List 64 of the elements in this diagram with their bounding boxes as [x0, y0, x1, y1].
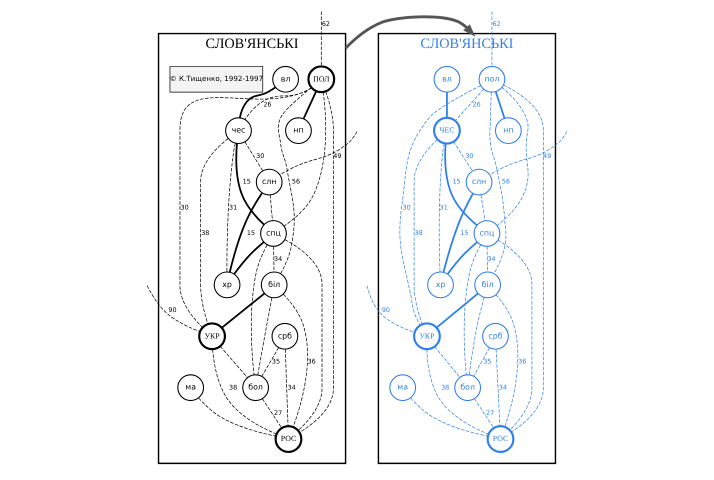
connector: [257, 298, 272, 376]
connector: [220, 346, 248, 378]
connector: [442, 193, 474, 272]
connector: [279, 131, 358, 176]
connector: [250, 244, 268, 376]
connector: [446, 92, 448, 118]
connector: [261, 347, 280, 377]
connector: [235, 144, 264, 226]
node-circle: РОС: [274, 425, 302, 453]
arrow: [344, 15, 476, 50]
connector: [494, 91, 506, 118]
node-circle: ЧЕС: [433, 116, 461, 145]
connector: [496, 87, 528, 226]
connector: [446, 241, 478, 275]
connector: [234, 241, 264, 275]
connector: [436, 292, 478, 328]
connector: [366, 285, 415, 333]
connector: [414, 139, 438, 325]
connector: [278, 87, 312, 274]
connector: [212, 349, 277, 434]
connector: [474, 398, 494, 428]
connector: [468, 297, 485, 376]
connector: [180, 87, 312, 328]
connector: [146, 285, 200, 332]
connector: [410, 398, 488, 436]
connector: [464, 244, 481, 376]
connector: [426, 348, 489, 434]
connector: [489, 92, 506, 274]
connector: [496, 348, 500, 426]
connector: [453, 141, 473, 172]
connector: [226, 142, 236, 272]
connector: [200, 138, 229, 324]
connector: [496, 294, 518, 428]
connector: [486, 246, 488, 272]
connector: [302, 90, 317, 120]
connector: [273, 246, 274, 272]
connector: [320, 11, 322, 67]
node-circle: УКР: [198, 322, 226, 350]
connector: [473, 347, 490, 376]
node-circle: ПОЛ: [307, 65, 336, 94]
connector: [238, 86, 276, 118]
connector: [270, 194, 273, 221]
connector: [399, 85, 481, 326]
connector: [444, 144, 478, 226]
node-circle: УКР: [413, 322, 441, 350]
connector: [284, 239, 322, 431]
connector: [198, 398, 276, 436]
connector: [489, 131, 568, 176]
connector: [221, 292, 266, 328]
node-circle: РОС: [486, 425, 514, 453]
connector: [503, 84, 544, 432]
connector: [244, 142, 264, 172]
connector: [284, 92, 326, 226]
connector: [283, 294, 308, 428]
connector: [434, 346, 460, 378]
connector: [438, 142, 445, 272]
connector: [262, 398, 282, 428]
connector: [284, 348, 288, 426]
connector: [498, 240, 532, 431]
connector: [455, 88, 484, 121]
node-box: © К.Тищенко, 1992-1997: [170, 66, 264, 92]
connector: [299, 91, 334, 433]
connector: [228, 192, 263, 272]
connector: [480, 194, 486, 221]
